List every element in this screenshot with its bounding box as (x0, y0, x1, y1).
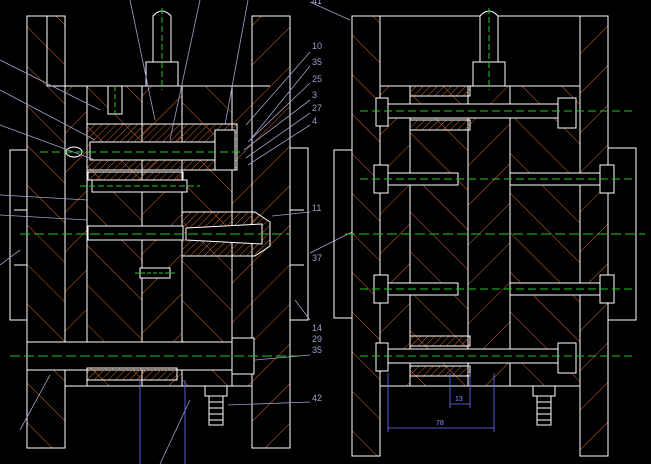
dimension-large: 78 (436, 420, 444, 427)
right-plate-right (579, 15, 609, 457)
right-side-clamp-right (607, 147, 637, 321)
callout-4: 4 (312, 116, 318, 126)
callout-3: 3 (312, 90, 318, 100)
right-plate-4 (467, 85, 511, 387)
callout-35: 35 (312, 57, 323, 67)
callout-37: 37 (312, 253, 323, 263)
left-side-clamp-right (289, 147, 309, 321)
callout-42: 42 (312, 393, 323, 403)
callout-10: 10 (312, 41, 323, 51)
right-bolt-row-3 (360, 274, 635, 304)
left-plate-a (64, 85, 88, 387)
dimension-lines (139, 373, 495, 464)
right-section-view (333, 8, 645, 457)
callout-35-lower: 35 (312, 345, 323, 355)
left-slider-insert (40, 123, 245, 171)
right-bolt-row-1 (360, 85, 635, 131)
callout-29: 29 (312, 334, 323, 344)
left-section-view (9, 8, 309, 449)
right-plate-left (351, 15, 381, 457)
callout-11: 11 (312, 203, 322, 213)
callout-14: 14 (312, 323, 323, 333)
right-bolt-row-4 (360, 335, 635, 377)
left-top-clamp-plate (26, 15, 66, 449)
left-eye-bolt (145, 8, 179, 90)
right-plate-5 (509, 85, 581, 387)
left-cooling-nipple (204, 385, 228, 426)
left-guide-pin (10, 337, 300, 381)
right-plate-2 (379, 85, 411, 387)
dimension-small: 13 (455, 396, 463, 403)
right-bolt-row-2 (360, 164, 635, 194)
callout-41: 41 (312, 0, 323, 6)
leader-lines (0, 0, 353, 464)
callout-27: 27 (312, 103, 323, 113)
right-cooling-nipple (532, 385, 556, 426)
left-side-clamp-left (9, 149, 28, 321)
callout-25: 25 (312, 74, 323, 84)
right-eye-bolt (472, 8, 506, 90)
